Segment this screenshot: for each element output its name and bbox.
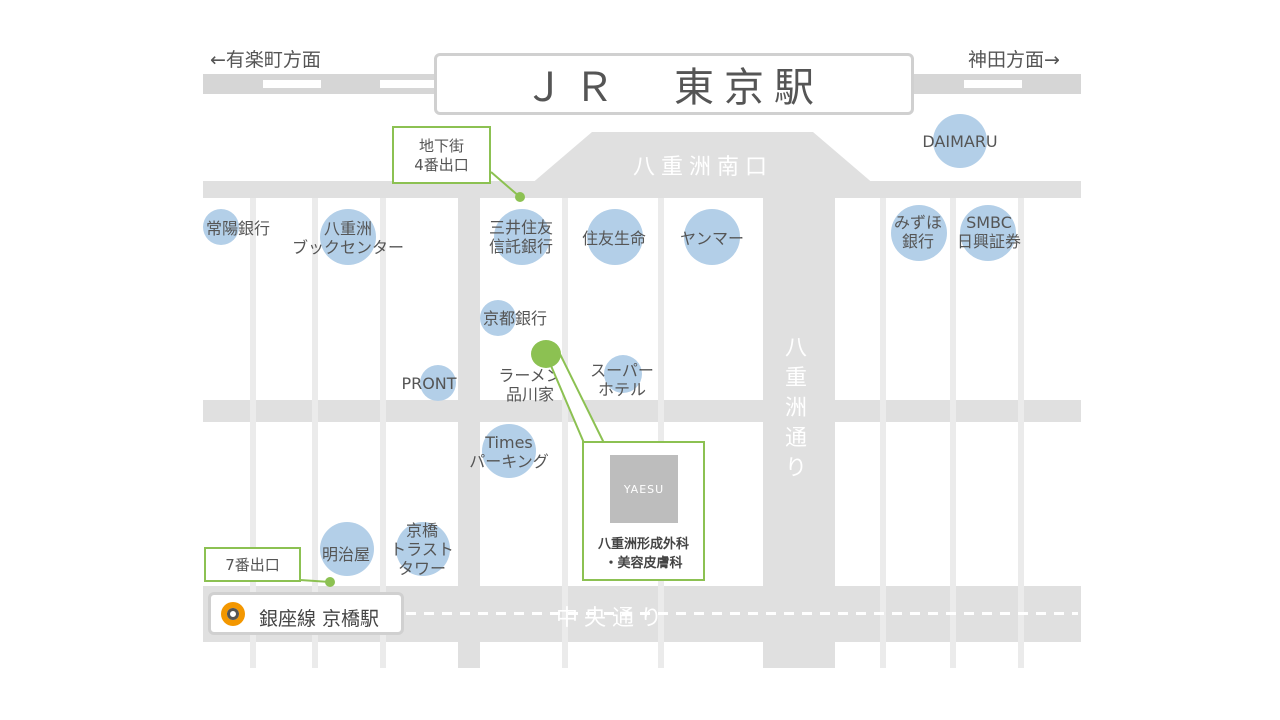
direction-yurakucho: ←有楽町方面 bbox=[210, 49, 321, 71]
street bbox=[950, 198, 956, 668]
street bbox=[250, 198, 256, 668]
railway-stripe bbox=[380, 80, 434, 88]
railway-stripe bbox=[263, 80, 321, 88]
chuo-dori-label: 中央通り bbox=[556, 606, 669, 631]
landmark-marker bbox=[482, 424, 536, 478]
exit-7-dot bbox=[325, 577, 335, 587]
landmark-kyoto-bank: 京都銀行 bbox=[482, 309, 548, 328]
landmark-marker bbox=[494, 209, 550, 265]
landmark-joyo-bank: 常陽銀行 bbox=[205, 219, 271, 238]
landmark-ramen-shinagawaya: ラーメン 品川家 bbox=[498, 366, 562, 404]
ginza-line-icon bbox=[221, 602, 245, 626]
landmark-meijiya: 明治屋 bbox=[321, 545, 371, 564]
street bbox=[562, 198, 568, 668]
street bbox=[1018, 198, 1024, 668]
yaesu-dori-road bbox=[763, 190, 835, 668]
clinic-logo: YAESU bbox=[610, 455, 678, 523]
street bbox=[658, 198, 664, 668]
landmark-kyobashi-trust-tower: 京橋 トラスト タワー bbox=[390, 521, 454, 578]
clinic-location-marker bbox=[531, 340, 561, 368]
landmark-pront: PRONT bbox=[401, 374, 457, 393]
road-middle bbox=[203, 400, 1081, 422]
landmark-times-parking: Times パーキング bbox=[469, 433, 549, 471]
road-top bbox=[203, 181, 1081, 198]
clinic-info-box: YAESU 八重洲形成外科 ・美容皮膚科 bbox=[582, 441, 705, 581]
landmark-mizuho-bank: みずほ 銀行 bbox=[893, 213, 943, 251]
clinic-name: 八重洲形成外科 ・美容皮膚科 bbox=[597, 537, 689, 571]
yaesu-south-exit-label: 八重洲南口 bbox=[633, 155, 774, 180]
landmark-super-hotel: スーパー ホテル bbox=[590, 361, 654, 399]
direction-kanda: 神田方面→ bbox=[968, 49, 1060, 71]
ginza-line-label: 銀座線 京橋駅 bbox=[259, 608, 380, 630]
street bbox=[880, 198, 886, 668]
landmark-marker bbox=[320, 522, 374, 576]
landmark-marker bbox=[203, 209, 239, 245]
landmark-marker bbox=[396, 522, 450, 576]
station-name: ＪＲ 東京駅 bbox=[524, 65, 824, 111]
chuo-dori-centerline bbox=[406, 612, 1078, 615]
landmark-yaesu-book-center: 八重洲 ブックセンター bbox=[291, 219, 405, 257]
street bbox=[458, 198, 480, 668]
landmark-marker bbox=[684, 209, 740, 265]
landmark-marker bbox=[891, 205, 947, 261]
jr-tokyo-station-sign: ＪＲ 東京駅 bbox=[434, 53, 914, 115]
landmark-marker bbox=[480, 300, 516, 336]
landmark-sumitomo-life: 住友生命 bbox=[581, 229, 647, 248]
exit-4-dot bbox=[515, 192, 525, 202]
landmark-mitsui-sumitomo-trust: 三井住友 信託銀行 bbox=[488, 218, 554, 256]
yaesu-south-exit-plaza bbox=[530, 132, 875, 185]
street bbox=[312, 198, 318, 668]
landmark-marker bbox=[604, 355, 642, 393]
landmark-marker bbox=[587, 209, 643, 265]
landmark-smbc-nikko: SMBC 日興証券 bbox=[956, 213, 1022, 251]
street bbox=[380, 198, 386, 668]
landmark-marker bbox=[420, 365, 456, 401]
landmark-yanmar: ヤンマー bbox=[679, 229, 745, 248]
landmark-daimaru: DAIMARU bbox=[922, 132, 998, 151]
landmark-marker bbox=[933, 114, 987, 168]
clinic-logo-text: YAESU bbox=[623, 482, 665, 496]
landmark-marker bbox=[960, 205, 1016, 261]
yaesu-dori-label: 八重洲通り bbox=[784, 336, 807, 481]
ginza-line-kyobashi-station: 銀座線 京橋駅 bbox=[208, 592, 404, 635]
underground-exit-4-box: 地下街 4番出口 bbox=[392, 126, 491, 184]
exit-7-box: 7番出口 bbox=[204, 547, 301, 582]
railway-stripe bbox=[964, 80, 1022, 88]
clinic-pointer bbox=[544, 353, 606, 444]
landmark-marker bbox=[320, 209, 376, 265]
